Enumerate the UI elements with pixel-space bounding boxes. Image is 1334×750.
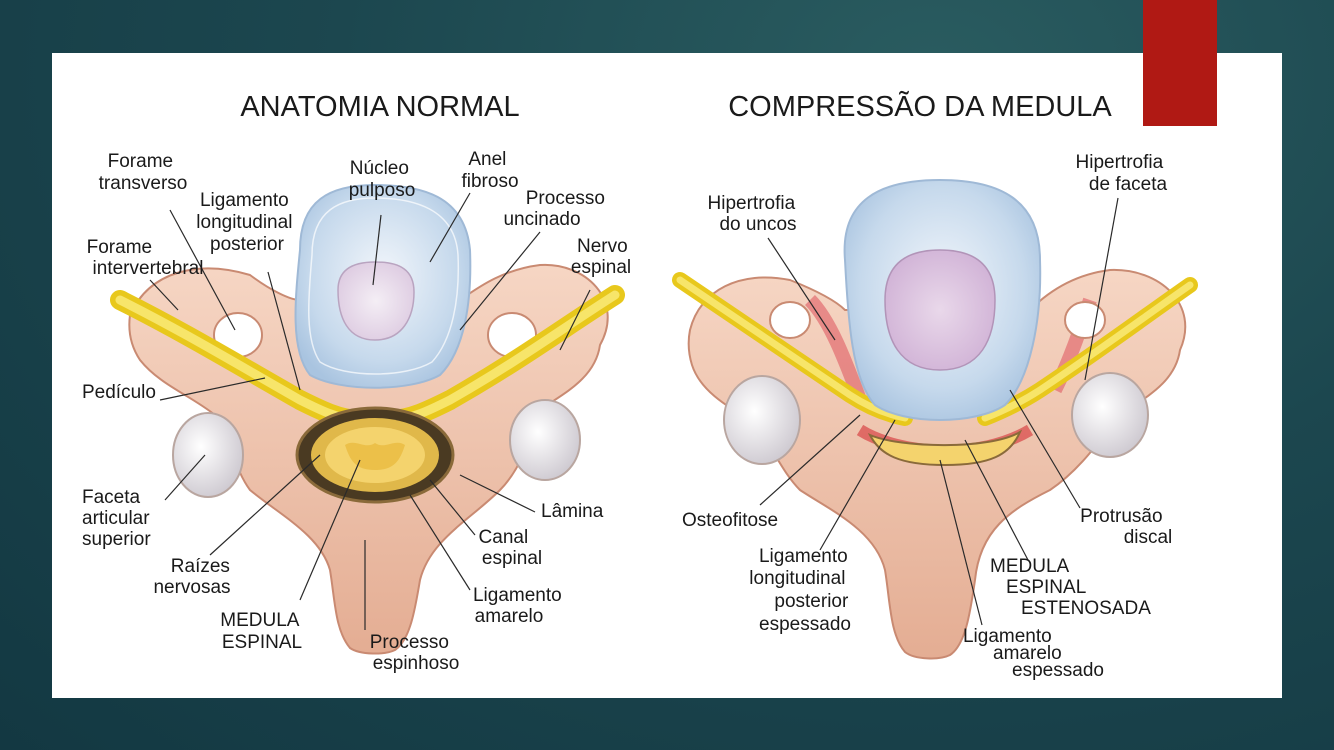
label-raizes-nervosas: Raízes nervosas — [153, 556, 235, 598]
label-osteofitose: Osteofitose — [682, 510, 778, 531]
label-protrusao-discal: Protrusão discal — [1080, 506, 1172, 548]
label-medula-espinal: MEDULA ESPINAL — [220, 610, 303, 653]
title-right: COMPRESSÃO DA MEDULA — [728, 89, 1112, 123]
label-nucleo-pulposo: Núcleo pulposo — [349, 158, 416, 201]
title-left: ANATOMIA NORMAL — [240, 91, 519, 123]
label-faceta-articular-superior: Faceta articular superior — [82, 487, 155, 550]
label-nervo-espinal: Nervo espinal — [571, 236, 633, 278]
label-forame-intervertebral: Forame intervertebral — [87, 237, 204, 279]
label-ligamento-amarelo: Ligamento amarelo — [473, 585, 567, 627]
label-hipertrofia-faceta: Hipertrofia de faceta — [1076, 152, 1169, 195]
label-canal-espinal: Canal espinal — [479, 527, 543, 569]
label-processo-espinhoso: Processo espinhoso — [370, 632, 460, 674]
label-anel-fibroso: Anel fibroso — [461, 149, 518, 192]
label-ligamento-longitudinal-espessado: Ligamento longitudinal posterior espessa… — [749, 546, 853, 635]
label-ligamento-amarelo-espessado: Ligamento amarelo espessado — [963, 626, 1104, 681]
label-forame-transverso: Forame transverso — [99, 151, 188, 194]
label-medula-estenosada: MEDULA ESPINAL ESTENOSADA — [990, 556, 1151, 619]
label-processo-uncinado: Processo uncinado — [503, 188, 610, 230]
label-pediculo: Pedículo — [82, 382, 156, 403]
label-ligamento-longitudinal-posterior: Ligamento longitudinal posterior — [196, 190, 297, 255]
label-lamina: Lâmina — [541, 501, 604, 522]
label-hipertrofia-uncos: Hipertrofia do uncos — [708, 193, 801, 235]
